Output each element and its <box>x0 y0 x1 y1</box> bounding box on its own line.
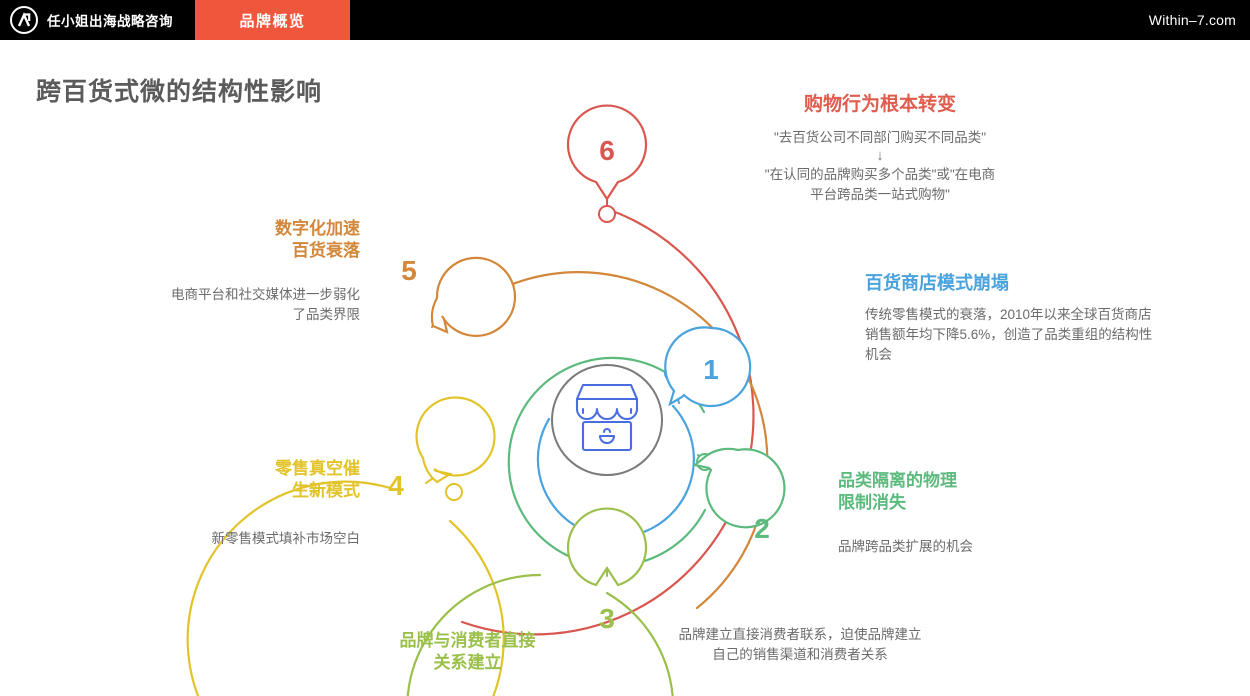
annotation-3-title-line1: 品牌与消费者直接 <box>399 631 536 650</box>
annotation-6-title: 购物行为根本转变 <box>803 94 956 115</box>
node-bubble-3-number: 3 <box>599 603 615 634</box>
node-bubble-4-number: 4 <box>388 470 404 501</box>
ring-arc-3 <box>406 573 674 696</box>
annotation-3-body-block: 品牌建立直接消费者联系，迫使品牌建立自己的销售渠道和消费者关系 <box>675 625 925 666</box>
annotation-4-body: 新零售模式填补市场空白 <box>211 530 361 546</box>
annotation-2: 品类隔离的物理 限制消失 品牌跨品类扩展的机会 <box>838 470 1138 557</box>
annotation-4-title-line2: 生新模式 <box>292 481 360 501</box>
annotation-6-line1: "去百货公司不同部门购买不同品类" <box>773 130 987 146</box>
node-bubble-1[interactable]: 1 <box>664 326 752 408</box>
node-bubble-6[interactable]: 6 <box>566 104 648 202</box>
ring-node-dot-4 <box>445 483 463 501</box>
brand-block: 任小姐出海战略咨询 <box>0 0 190 40</box>
annotation-6: 购物行为根本转变 "去百货公司不同部门购买不同品类" ↓ "在认同的品牌购买多个… <box>700 92 1060 205</box>
annotation-1-body: 传统零售模式的衰落，2010年以来全球百货商店销售额年均下降5.6%，创造了品类… <box>865 306 1153 363</box>
node-bubble-1-number: 1 <box>703 354 719 385</box>
tab-brand-overview[interactable]: 品牌概览 <box>195 0 350 40</box>
annotation-3-title-line2: 关系建立 <box>433 653 502 673</box>
site-url: Within–7.com <box>1148 12 1236 28</box>
annotation-6-line3: 平台跨品类一站式购物" <box>810 187 950 203</box>
storefront-icon <box>575 383 639 452</box>
node-bubble-5-number: 5 <box>401 255 417 286</box>
node-bubble-5[interactable]: 5 <box>401 255 517 337</box>
annotation-3-body: 品牌建立直接消费者联系，迫使品牌建立自己的销售渠道和消费者关系 <box>678 627 922 663</box>
ring-arc-4 <box>186 480 505 696</box>
node-bubble-4[interactable]: 4 <box>388 396 496 501</box>
annotation-5: 数字化加速 百货衰落 电商平台和社交媒体进一步弱化了品类界限 <box>160 218 360 325</box>
logo-mark-icon <box>10 6 38 34</box>
concentric-ring-diagram: 1 2 3 4 5 6 <box>186 104 786 696</box>
annotation-4-title-line1: 零售真空催 <box>275 459 360 478</box>
annotation-6-line2: "在认同的品牌购买多个品类"或"在电商 <box>764 166 996 182</box>
annotation-4: 零售真空催 生新模式 新零售模式填补市场空白 <box>160 458 361 549</box>
ring-node-dot-6 <box>598 205 616 223</box>
page-title: 跨百货式微的结构性影响 <box>36 78 323 106</box>
node-bubble-6-number: 6 <box>599 135 615 166</box>
annotation-5-title-line1: 数字化加速 <box>275 219 360 238</box>
annotation-2-body: 品牌跨品类扩展的机会 <box>838 538 973 554</box>
top-header-bar: 任小姐出海战略咨询 品牌概览 Within–7.com <box>0 0 1250 40</box>
node-bubble-3[interactable]: 3 <box>566 507 648 634</box>
annotation-6-arrow-icon: ↓ <box>876 147 884 165</box>
node-bubble-2[interactable]: 2 <box>692 447 786 544</box>
node-bubble-2-number: 2 <box>754 513 770 544</box>
brand-name: 任小姐出海战略咨询 <box>47 14 173 29</box>
annotation-5-title-line2: 百货衰落 <box>292 241 360 261</box>
annotation-2-title-line2: 限制消失 <box>838 493 906 513</box>
annotation-1-title: 百货商店模式崩塌 <box>865 273 1009 293</box>
annotation-1: 百货商店模式崩塌 传统零售模式的衰落，2010年以来全球百货商店销售额年均下降5… <box>865 272 1165 366</box>
annotation-2-title-line1: 品类隔离的物理 <box>838 471 957 490</box>
annotation-3-title-block: 品牌与消费者直接 关系建立 <box>375 630 560 675</box>
annotation-5-body: 电商平台和社交媒体进一步弱化了品类界限 <box>171 286 360 323</box>
